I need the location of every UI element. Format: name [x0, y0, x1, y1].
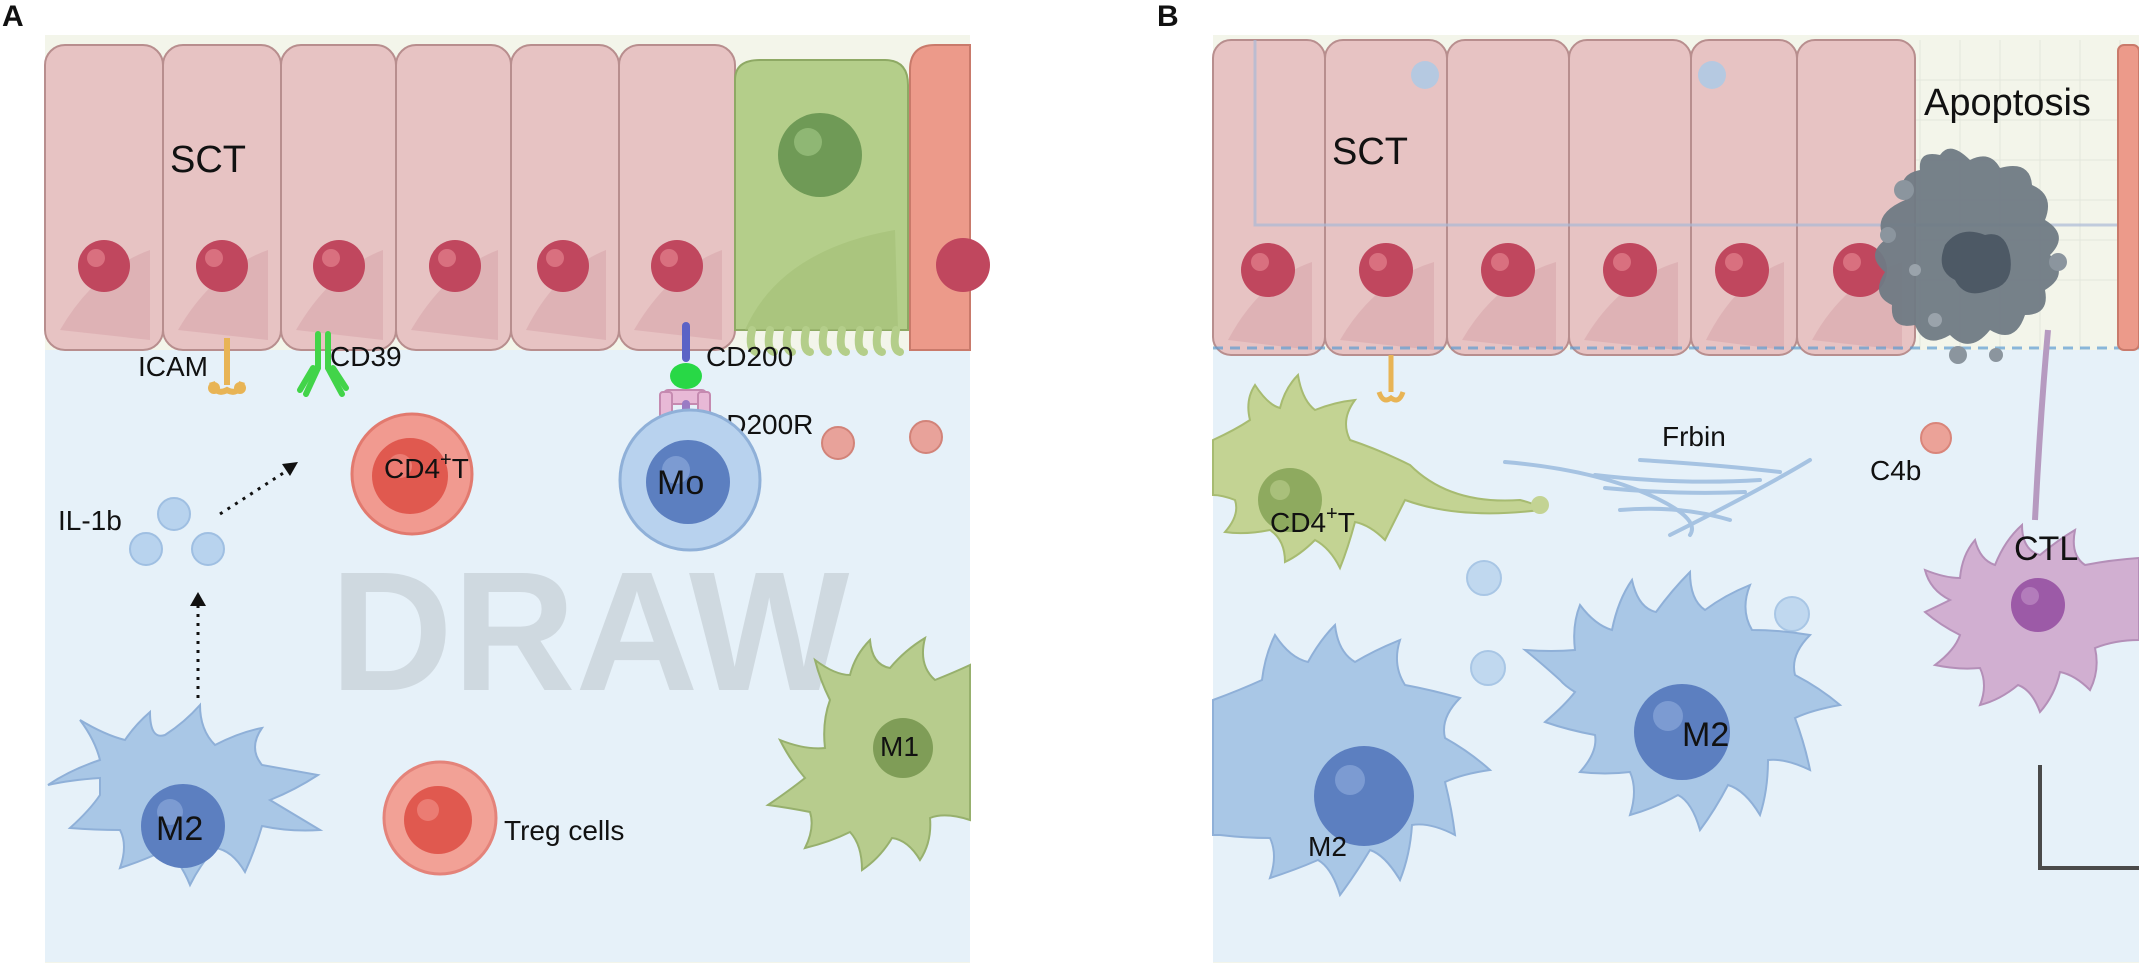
panel-b-sct-layer: SCT	[1213, 40, 1915, 355]
il1b-label: IL-1b	[58, 505, 122, 536]
cytokine-dot	[822, 427, 854, 459]
svg-text:DRAW: DRAW	[330, 537, 850, 727]
sct-nucleus	[78, 240, 130, 292]
panel-a-salmon-cell	[910, 45, 990, 350]
cd200-ligand	[670, 363, 702, 389]
m1-label: M1	[880, 731, 919, 762]
panel-a-green-cell	[735, 60, 908, 352]
cd39-label: CD39	[330, 341, 402, 372]
treg-label: Treg cells	[504, 815, 624, 846]
panel-b-m2-right-label: M2	[1682, 716, 1729, 754]
panel-b-letter: B	[1157, 0, 1179, 33]
sct-nucleus	[1241, 243, 1295, 297]
panel-b-sct-label: SCT	[1332, 131, 1408, 173]
c4b-dot	[1921, 423, 1951, 453]
panel-a-sct-layer: SCT	[45, 45, 735, 350]
sct-nucleus	[313, 240, 365, 292]
sct-nucleus	[429, 240, 481, 292]
cytokine-dot	[1775, 597, 1809, 631]
cytokine-dot	[1471, 651, 1505, 685]
treg-cell	[384, 762, 496, 874]
sct-nucleus	[1715, 243, 1769, 297]
mo-cell: Mo	[620, 410, 760, 550]
cd200-label: CD200	[706, 341, 793, 372]
sct-nucleus	[1359, 243, 1413, 297]
apoptosis-label: Apoptosis	[1924, 82, 2091, 124]
cd4-t-cell: CD4+T	[352, 414, 472, 534]
frbin-label: Frbin	[1662, 421, 1726, 452]
green-cell-nucleus	[778, 113, 862, 197]
sct-nucleus	[651, 240, 703, 292]
cd4-t-label: CD4+T	[384, 449, 469, 484]
panel-a-letter: A	[2, 0, 24, 33]
panel-a-m2-label: M2	[156, 810, 203, 848]
panel-b: B	[1157, 0, 2139, 963]
panel-b-cd4-t-label: CD4+T	[1270, 503, 1355, 538]
sct-nucleus	[1603, 243, 1657, 297]
sct-nucleus	[196, 240, 248, 292]
panel-a-sct-label: SCT	[170, 139, 246, 181]
c4b-label: C4b	[1870, 455, 1921, 486]
cytokine-dot	[910, 421, 942, 453]
sct-nucleus	[1481, 243, 1535, 297]
cytokine-dot	[1467, 561, 1501, 595]
sct-nucleus	[537, 240, 589, 292]
ctl-label: CTL	[2014, 530, 2078, 568]
panel-b-m2-left-label: M2	[1308, 831, 1347, 862]
icam-label: ICAM	[138, 351, 208, 382]
panel-a: A DRAW DRAW	[2, 0, 990, 963]
panel-b-salmon-cell	[2118, 45, 2139, 350]
mo-label: Mo	[657, 464, 704, 502]
